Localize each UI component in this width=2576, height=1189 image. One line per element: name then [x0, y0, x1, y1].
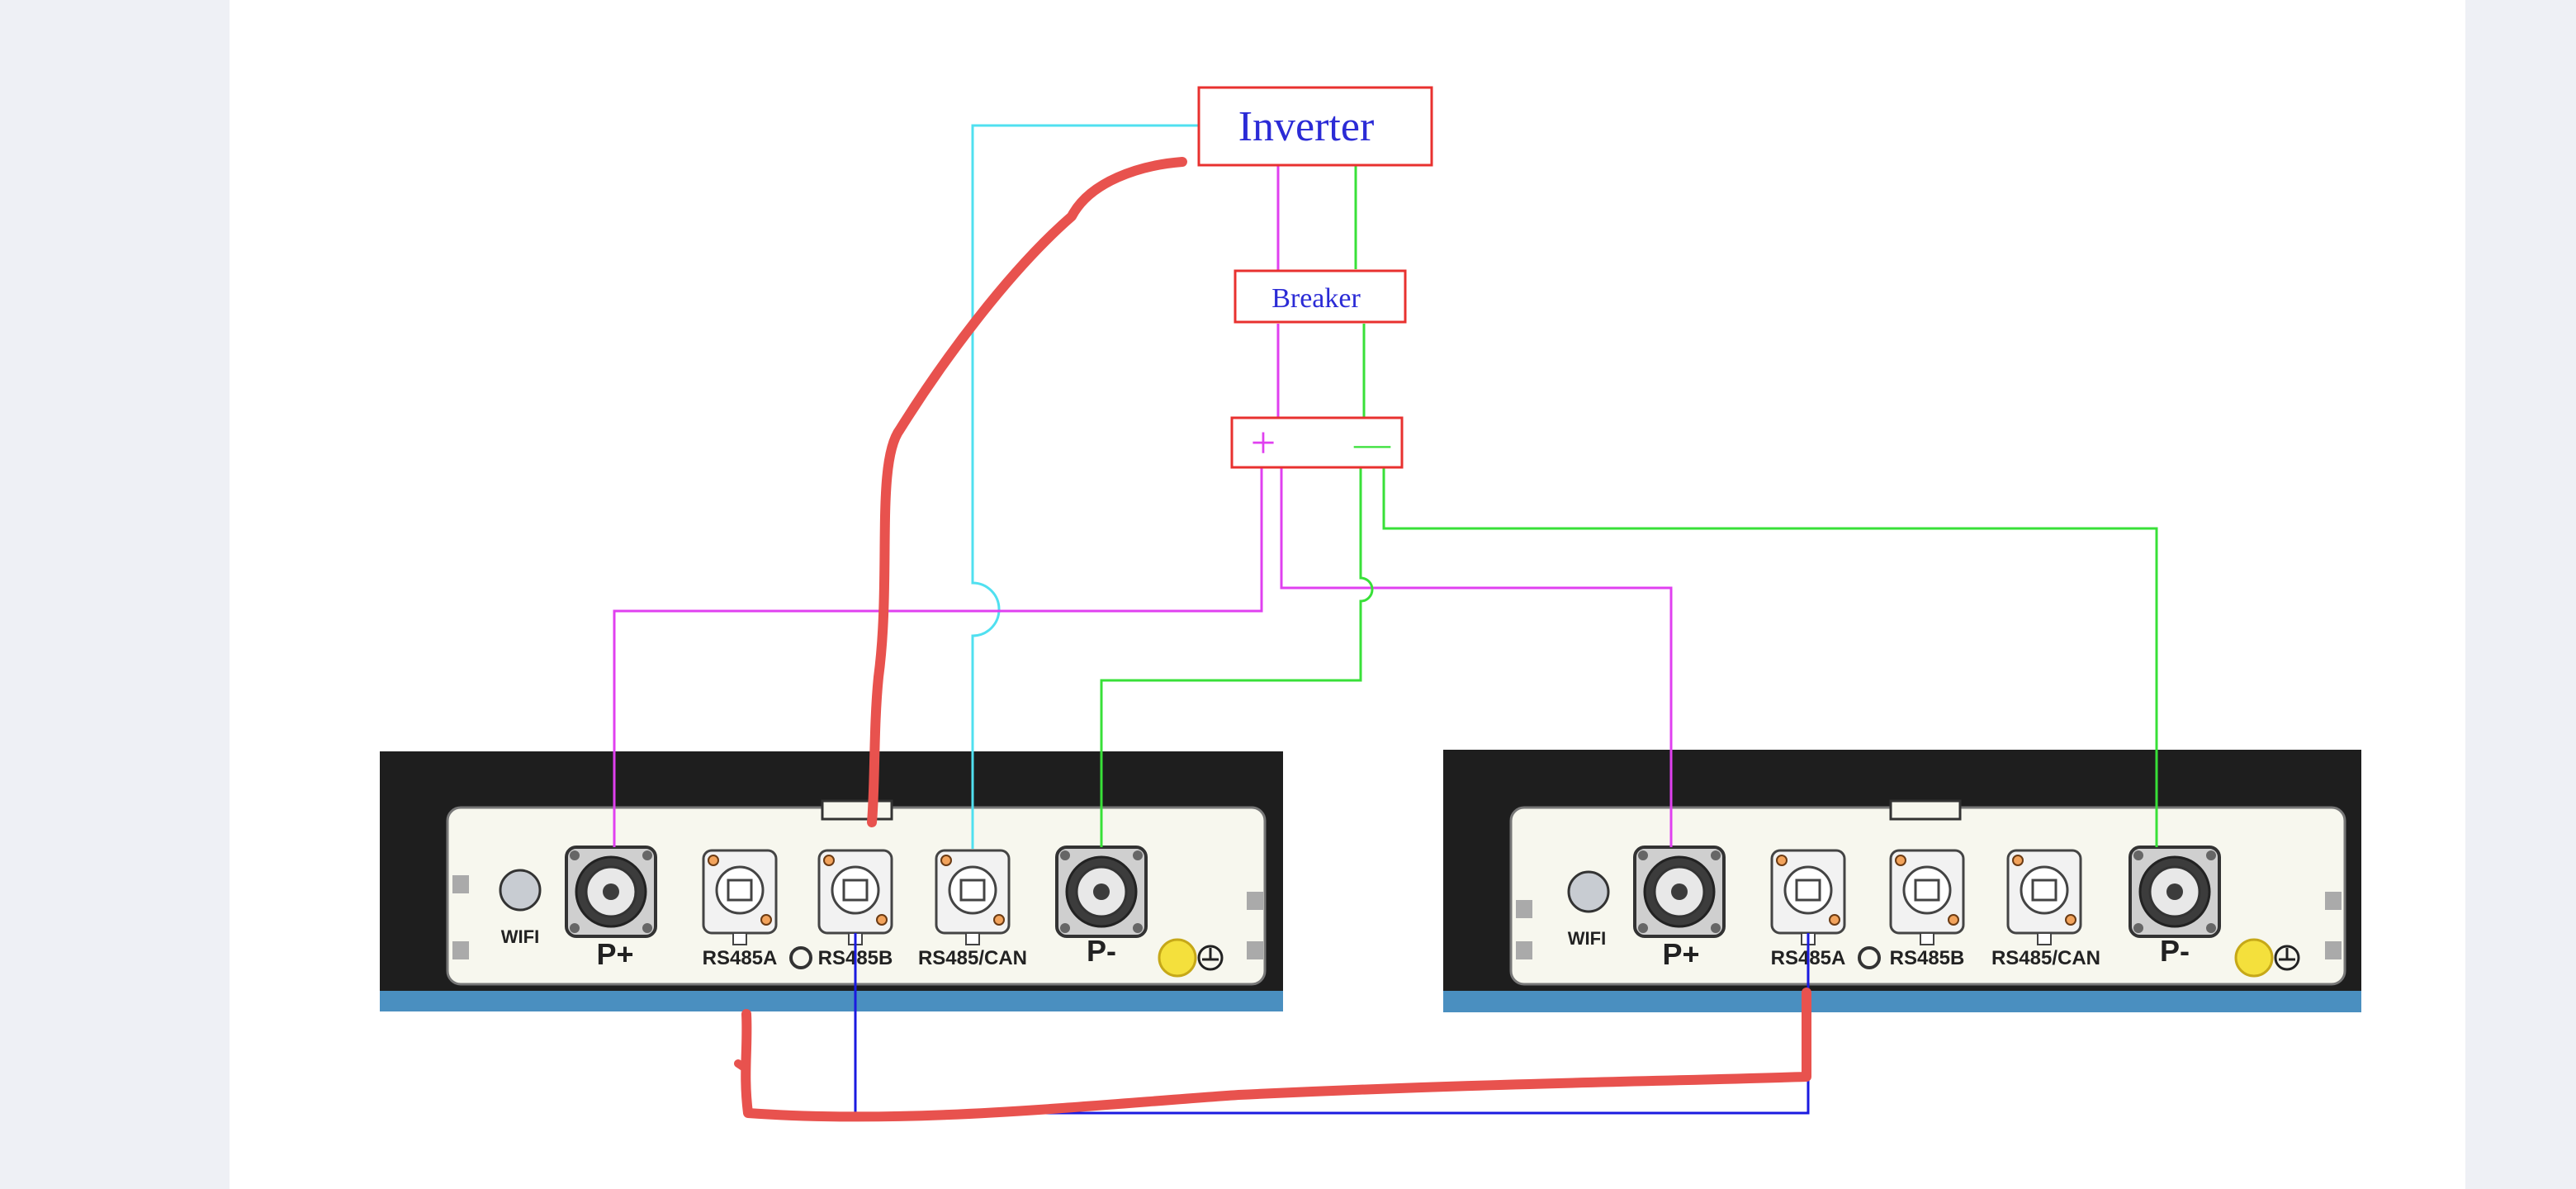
- p-plus-label-right: P+: [1662, 937, 1699, 971]
- battery-base-right: [1443, 991, 2361, 1012]
- rs485b-port-left: [817, 849, 893, 946]
- rs485a-port-right: [1770, 849, 1846, 946]
- wifi-label-left: WIFI: [501, 926, 539, 947]
- dip-switch-left: [789, 946, 812, 969]
- positive-wire-right-battery: [1280, 467, 1673, 847]
- p-minus-label-right: P-: [2160, 934, 2190, 968]
- panel-notch-right: [1889, 799, 1962, 821]
- wifi-indicator-left: [499, 869, 542, 912]
- marker-stroke-rs485b-to-inverter: [867, 157, 1187, 827]
- dip-switch-right: [1858, 946, 1881, 969]
- p-minus-label-left: P-: [1087, 934, 1116, 968]
- wifi-label-right: WIFI: [1568, 928, 1606, 949]
- bus-plus-symbol: +: [1251, 418, 1276, 467]
- ground-icon-right: [2274, 945, 2300, 971]
- panel-notch-left: [821, 799, 893, 821]
- p-plus-port-right: [1633, 846, 1726, 938]
- p-plus-port-left: [565, 846, 657, 938]
- battery-base-left: [380, 991, 1283, 1011]
- ground-terminal-left: [1158, 938, 1197, 978]
- rs485b-port-right: [1889, 849, 1965, 946]
- p-minus-port-left: [1055, 846, 1148, 938]
- rs485a-port-left: [702, 849, 778, 946]
- rs485b-label-right: RS485B: [1890, 947, 1965, 969]
- positive-wire-left-battery: [613, 467, 1263, 847]
- comm-wire: [971, 124, 1199, 849]
- inverter-label: Inverter: [1238, 103, 1375, 150]
- bus-minus-symbol: —: [1353, 424, 1391, 464]
- rs485can-port-left: [935, 849, 1011, 946]
- p-plus-label-left: P+: [596, 937, 633, 971]
- rs485can-label-right: RS485/CAN: [1991, 947, 2100, 969]
- annotation-markers: [734, 157, 1811, 1122]
- rs485can-port-right: [2006, 849, 2082, 946]
- breaker-label: Breaker: [1271, 283, 1361, 314]
- negative-wire-left-battery: [1100, 467, 1374, 847]
- rs485can-label-left: RS485/CAN: [918, 947, 1027, 969]
- negative-wire-right-battery: [1382, 467, 2158, 847]
- ground-icon-left: [1197, 945, 1224, 971]
- battery-module-left: WIFI P+ RS485A RS485B RS485/CAN P-: [380, 751, 1283, 1011]
- rs485a-label-left: RS485A: [703, 947, 778, 969]
- battery-module-right: WIFI P+ RS485A RS485B RS485/CAN P-: [1443, 750, 2361, 1012]
- marker-tick: [734, 1059, 747, 1071]
- ground-terminal-right: [2234, 938, 2274, 978]
- p-minus-port-right: [2129, 846, 2221, 938]
- wifi-indicator-right: [1567, 870, 1610, 913]
- breaker-box: Breaker: [1234, 269, 1407, 324]
- inverter-box: Inverter: [1197, 86, 1433, 167]
- marker-stroke-battery-link: [741, 988, 1811, 1122]
- dc-bus-box: + —: [1230, 416, 1404, 469]
